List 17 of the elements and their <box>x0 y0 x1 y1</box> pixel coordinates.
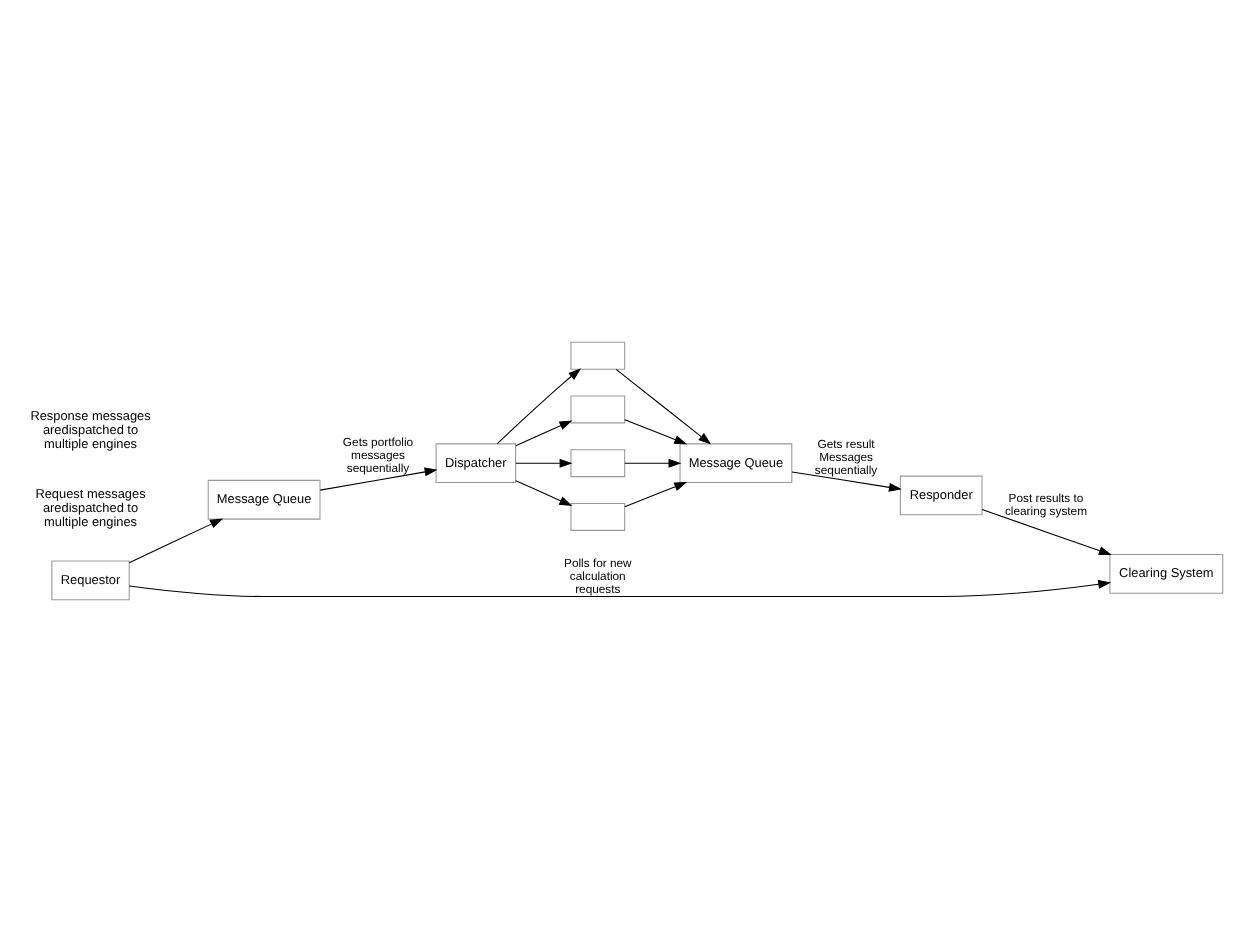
arrow <box>128 517 224 563</box>
node-box <box>570 448 626 477</box>
arrow <box>515 419 573 446</box>
node-box <box>570 394 626 423</box>
arrow <box>515 479 573 505</box>
arrow <box>624 418 688 444</box>
node-box <box>570 340 626 369</box>
arrow <box>981 507 1112 555</box>
arrow <box>791 470 902 491</box>
arrow <box>515 457 573 467</box>
arrow <box>128 578 1112 596</box>
arrow <box>624 457 682 467</box>
arrow <box>615 367 712 444</box>
arrow <box>319 466 438 490</box>
arrow <box>496 367 582 444</box>
arrow <box>624 481 688 507</box>
node-box <box>570 501 626 530</box>
